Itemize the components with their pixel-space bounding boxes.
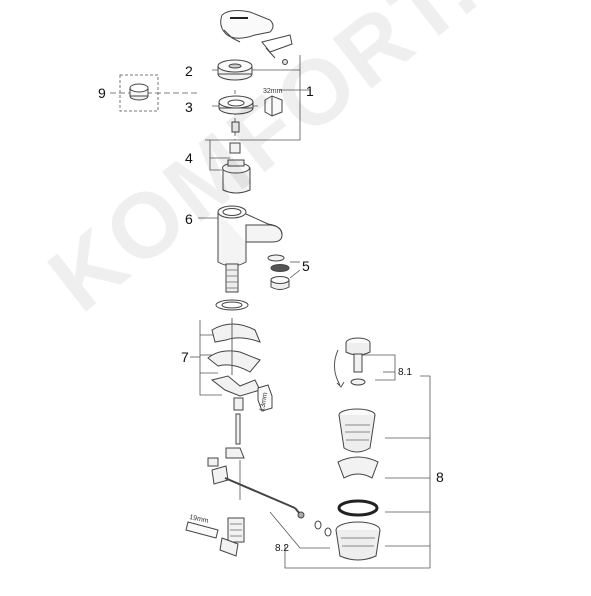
lever-handle [220, 10, 274, 43]
label-part-6: 6 [185, 211, 193, 227]
part-6-mixer-body [217, 205, 283, 293]
dimension-32mm: 32mm [263, 88, 283, 95]
label-part-8: 8 [436, 469, 444, 485]
label-part-9: 9 [98, 85, 106, 101]
stem-piece [229, 121, 241, 154]
part-9-box [119, 74, 159, 112]
wrench-32mm [264, 95, 283, 117]
part-8-1-popup [334, 337, 371, 388]
part-5-aerator [267, 254, 290, 290]
part-4-cartridge [222, 159, 251, 194]
label-part-8-1: 8.1 [398, 367, 412, 378]
label-part-5: 5 [302, 258, 310, 274]
hose-19mm [185, 517, 245, 557]
part-8-2-linkage [207, 447, 332, 537]
label-part-7: 7 [181, 349, 189, 365]
label-part-4: 4 [185, 150, 193, 166]
lift-rod [235, 413, 241, 445]
allen-key-and-screw [261, 34, 293, 65]
label-part-2: 2 [185, 63, 193, 79]
label-part-8-2: 8.2 [275, 543, 289, 554]
part-2-cap [217, 59, 253, 81]
part-3-nut [218, 95, 254, 115]
part-7-mounting-set [207, 299, 261, 411]
leader-lines [110, 55, 431, 569]
label-part-1: 1 [306, 83, 314, 99]
wrench-13mm [257, 384, 273, 412]
label-part-3: 3 [185, 99, 193, 115]
part-8-waste [335, 408, 381, 561]
